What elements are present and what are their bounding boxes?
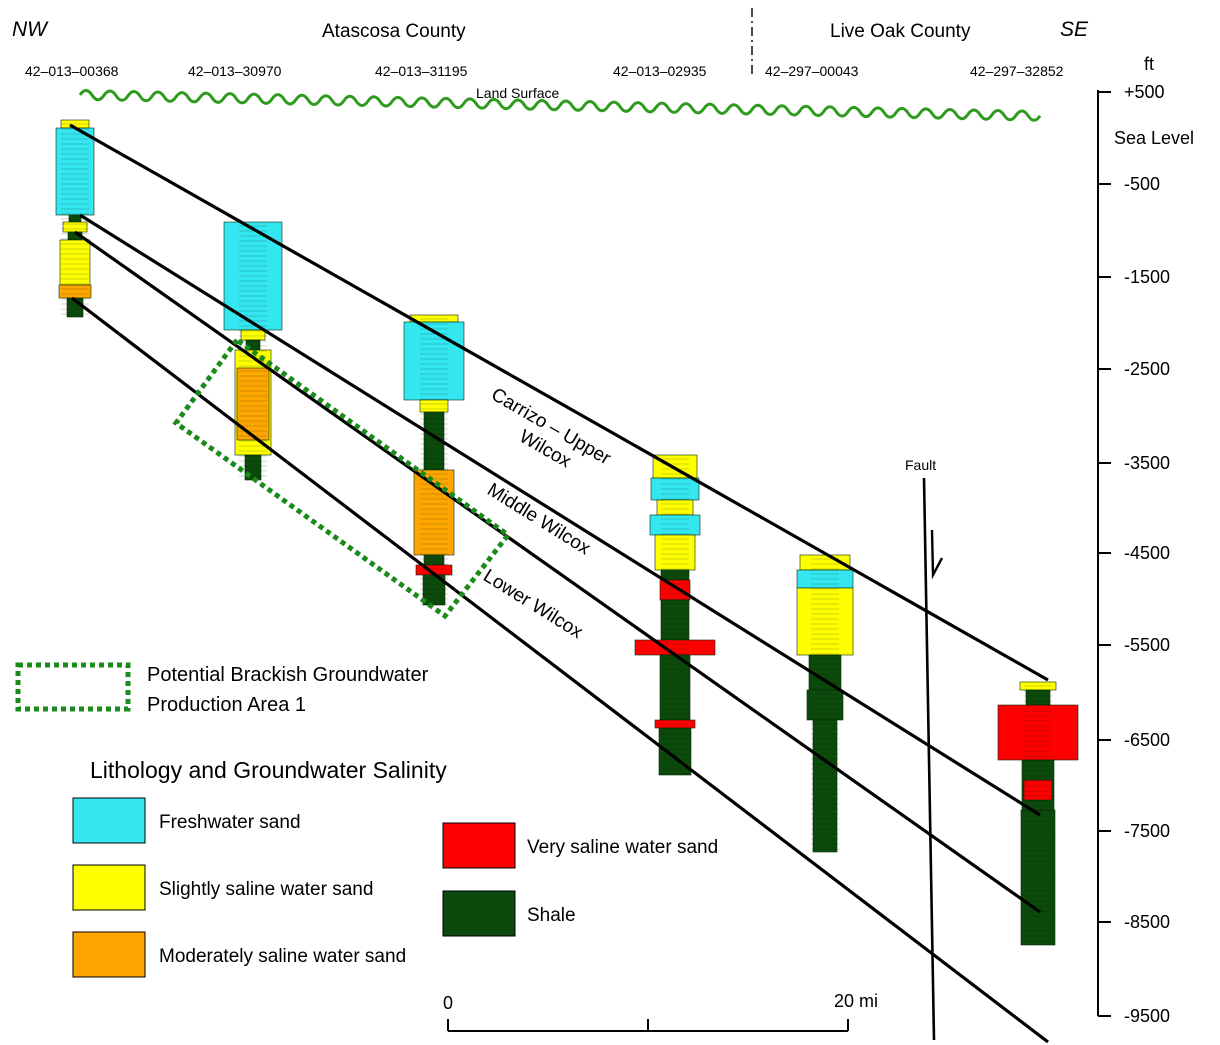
log-segment-shale (1025, 689, 1051, 706)
depth-axis-tick-label: -2500 (1124, 359, 1170, 379)
middle-wilcox-label: Middle Wilcox (483, 479, 594, 559)
well-label: 42–013–31195 (375, 63, 468, 79)
log-segment-slight (419, 399, 449, 413)
legend-swatch-fresh (72, 797, 146, 844)
well-log (634, 454, 716, 776)
well-label: 42–013–02935 (613, 63, 707, 79)
log-segment-shale (659, 654, 691, 721)
depth-axis-tick-label: -1500 (1124, 267, 1170, 287)
depth-unit-label: ft (1144, 54, 1154, 74)
atascosa-county-label: Atascosa County (322, 21, 466, 42)
log-segment-slight (796, 587, 854, 656)
se-label: SE (1060, 18, 1089, 41)
log-segment-very (1023, 779, 1053, 801)
log-segment-fresh (649, 514, 701, 536)
lithology-legend-title: Lithology and Groundwater Salinity (90, 757, 447, 783)
brackish-legend-label-line2: Production Area 1 (147, 694, 306, 716)
scale-bar-start-label: 0 (443, 993, 453, 1013)
brackish-production-area-outline (172, 336, 512, 620)
top-lower-wilcox-line (74, 230, 1041, 914)
legend-swatch-slight (72, 864, 146, 911)
log-segment-moderate (413, 469, 455, 556)
log-segment-slight (240, 329, 266, 341)
base-lower-wilcox-line (71, 296, 1049, 1044)
log-segment-very (659, 579, 691, 601)
depth-axis-tick-label: -3500 (1124, 453, 1170, 473)
legend-label-moderate: Moderately saline water sand (159, 946, 406, 967)
well-log (403, 314, 465, 606)
fault-line (922, 477, 936, 1041)
land-surface-label: Land Surface (476, 85, 559, 101)
depth-axis-tick-label: -4500 (1124, 543, 1170, 563)
well-log (997, 681, 1079, 946)
well-label: 42–013–30970 (188, 63, 282, 79)
legend-swatch-shale (442, 890, 516, 937)
log-segment-very (997, 704, 1079, 761)
fault-label: Fault (905, 457, 936, 473)
log-segment-fresh (55, 127, 95, 216)
log-segment-slight (59, 239, 91, 286)
depth-axis-tick-label: -6500 (1124, 730, 1170, 750)
depth-axis-tick-label: -500 (1124, 174, 1160, 194)
log-segment-slight (62, 221, 88, 233)
top-middle-wilcox-line (79, 213, 1041, 817)
scale-bar-end-label: 20 mi (834, 991, 878, 1011)
depth-axis: ft Sea Level +500 -500 -1500 -2500 -3500 -450… (1097, 54, 1194, 1026)
log-segment-very (634, 639, 716, 656)
well-label: 42–297–00043 (765, 63, 859, 79)
legend-label-fresh: Freshwater sand (159, 812, 301, 833)
well-label: 42–013–00368 (25, 63, 119, 79)
sea-level-label: Sea Level (1114, 128, 1194, 148)
brackish-legend-swatch (15, 662, 131, 712)
legend-swatch-moderate (72, 931, 146, 978)
top-carrizo-line (69, 123, 1049, 682)
log-segment-shale (68, 214, 82, 223)
log-segment-moderate (58, 284, 92, 299)
scale-bar (447, 1019, 849, 1032)
log-segment-shale (660, 599, 690, 641)
log-segment-shale (660, 569, 690, 581)
well-label: 42–297–32852 (970, 63, 1064, 79)
depth-axis-tick-label: -5500 (1124, 635, 1170, 655)
legend-swatch-very (442, 822, 516, 869)
well-log (223, 221, 283, 481)
legend-label-slight: Slightly saline water sand (159, 879, 373, 900)
log-segment-shale (1020, 809, 1056, 946)
log-segment-slight (656, 499, 694, 516)
depth-axis-tick-label: -7500 (1124, 821, 1170, 841)
legend-label-very: Very saline water sand (527, 837, 718, 858)
log-segment-shale (806, 689, 844, 721)
fault-displacement-arrow (930, 529, 944, 580)
brackish-legend-label: Potential Brackish Groundwater (147, 664, 429, 686)
land-surface-line (78, 89, 1042, 122)
depth-axis-tick-label: +500 (1124, 82, 1165, 102)
depth-axis-tick-label: -9500 (1124, 1006, 1170, 1026)
lower-wilcox-label: Lower Wilcox (479, 565, 586, 643)
depth-axis-tick-label: -8500 (1124, 912, 1170, 932)
legend-label-shale: Shale (527, 905, 576, 926)
well-log (796, 554, 854, 853)
log-segment-shale (812, 719, 838, 853)
log-segment-slight (654, 534, 696, 571)
live-oak-county-label: Live Oak County (830, 21, 971, 42)
nw-label: NW (12, 18, 49, 41)
